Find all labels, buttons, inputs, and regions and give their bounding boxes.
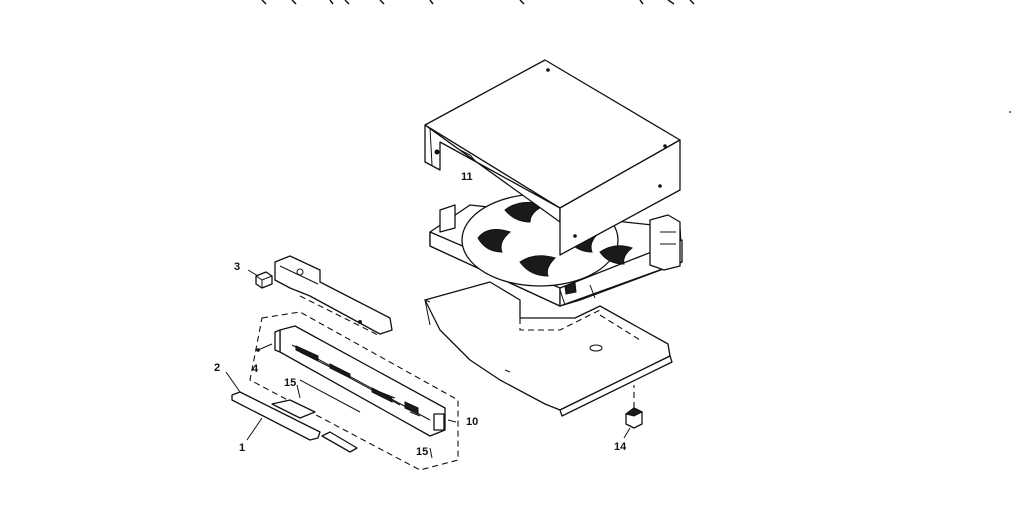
callout-1: 1 xyxy=(239,442,245,454)
screw-part-4 xyxy=(256,343,273,352)
callout-15-lower: 15 xyxy=(416,446,428,458)
foot-part-14 xyxy=(624,385,644,429)
callout-10: 10 xyxy=(466,416,478,428)
front-panel-assembly xyxy=(249,311,459,471)
top-edge-marks xyxy=(261,0,695,5)
callout-15-upper: 15 xyxy=(284,377,296,389)
callout-3: 3 xyxy=(234,261,240,273)
trim-strip-part-1 xyxy=(231,391,358,453)
leader-lines xyxy=(225,154,631,459)
callout-11: 11 xyxy=(461,171,473,183)
callout-14: 14 xyxy=(614,441,627,453)
callout-4: 4 xyxy=(252,363,259,375)
base-plate xyxy=(424,281,673,417)
top-cover xyxy=(424,59,681,256)
knob-part-3 xyxy=(255,271,273,289)
edge-dot xyxy=(1009,111,1011,113)
side-bracket xyxy=(274,255,393,337)
callout-2: 2 xyxy=(214,362,220,374)
